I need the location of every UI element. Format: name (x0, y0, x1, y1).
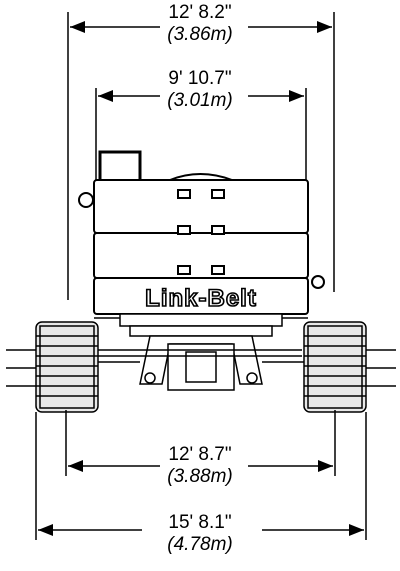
track-left (6, 321, 140, 413)
dimension-label-overall-width-tracks: 15' 8.1" (4.78m) (130, 512, 270, 556)
dimension-line-overall-width-tracks (35, 412, 367, 540)
dimension-imperial: 12' 8.2" (168, 2, 232, 23)
dimension-label-counterweight-width: 9' 10.7" (3.01m) (130, 68, 270, 112)
dimension-line-counterweight-width (95, 88, 307, 180)
carbody (94, 313, 308, 391)
dimension-line-overall-width-top (67, 12, 335, 300)
dimension-label-overall-width-top: 12' 8.2" (3.86m) (130, 2, 270, 46)
dimension-metric: (3.01m) (167, 90, 233, 111)
dimension-line-track-gauge (65, 410, 336, 476)
track-right (262, 321, 396, 413)
link-belt-logo: Link-Belt (130, 284, 272, 313)
dimension-metric: (3.88m) (167, 466, 233, 487)
dimension-imperial: 12' 8.7" (168, 444, 232, 465)
dimension-imperial: 15' 8.1" (168, 512, 232, 533)
dimension-label-track-gauge: 12' 8.7" (3.88m) (130, 444, 270, 488)
dimension-metric: (4.78m) (167, 534, 233, 555)
svg-text:Link-Belt: Link-Belt (145, 285, 257, 312)
dimension-metric: (3.86m) (167, 24, 233, 45)
dimension-imperial: 9' 10.7" (168, 68, 232, 89)
